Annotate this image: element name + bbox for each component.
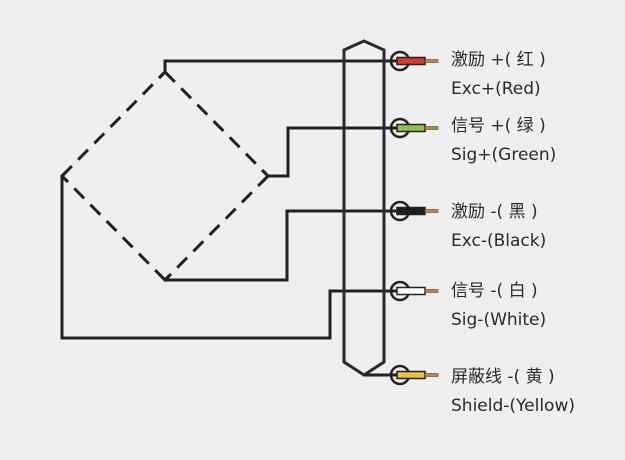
label-exc-minus: 激励 -( 黑 ) Exc-(Black) [451,201,546,252]
wire-sig-minus [60,176,400,340]
label-shield-en: Shield-(Yellow) [451,396,575,416]
label-sig-minus-en: Sig-(White) [451,310,547,330]
wire-exc-plus [163,59,400,72]
label-exc-plus-cn: 激励 +( 红 ) [451,50,546,70]
label-sig-minus: 信号 -( 白 ) Sig-(White) [451,280,546,331]
connector-exc-plus [389,50,439,72]
node-top [157,69,173,80]
bridge-diamond [60,70,270,282]
connector-sig-plus [389,117,439,139]
wire-pin-sig-minus [424,289,439,293]
wire-pin-exc-plus [424,59,439,63]
wire-pin-sig-plus [424,126,439,130]
connector-exc-minus [389,200,439,222]
wire-sig-plus [268,126,400,178]
node-right [260,168,271,184]
label-shield: 屏蔽线 -( 黄 ) Shield-(Yellow) [451,366,575,417]
wire-sleeve-exc-plus [396,56,426,66]
cable-sheath [342,39,386,377]
connector-sig-minus [389,280,439,302]
label-sig-plus-cn: 信号 +( 绿 ) [451,116,546,136]
label-shield-cn: 屏蔽线 -( 黄 ) [451,367,555,387]
wire-sleeve-shield [396,370,426,380]
label-sig-plus-en: Sig+(Green) [451,145,557,165]
wire-sleeve-sig-minus [396,286,426,296]
label-exc-minus-en: Exc-(Black) [451,231,547,251]
label-exc-plus: 激励 +( 红 ) Exc+(Red) [451,49,546,100]
label-exc-plus-en: Exc+(Red) [451,79,541,99]
wire-pin-exc-minus [424,209,439,213]
wire-sleeve-sig-plus [396,123,426,133]
label-sig-minus-cn: 信号 -( 白 ) [451,281,538,301]
label-sig-plus: 信号 +( 绿 ) Sig+(Green) [451,115,556,166]
wire-pin-shield [424,373,439,377]
wire-sleeve-exc-minus [396,206,426,216]
label-exc-minus-cn: 激励 -( 黑 ) [451,202,538,222]
connector-shield [389,364,439,386]
